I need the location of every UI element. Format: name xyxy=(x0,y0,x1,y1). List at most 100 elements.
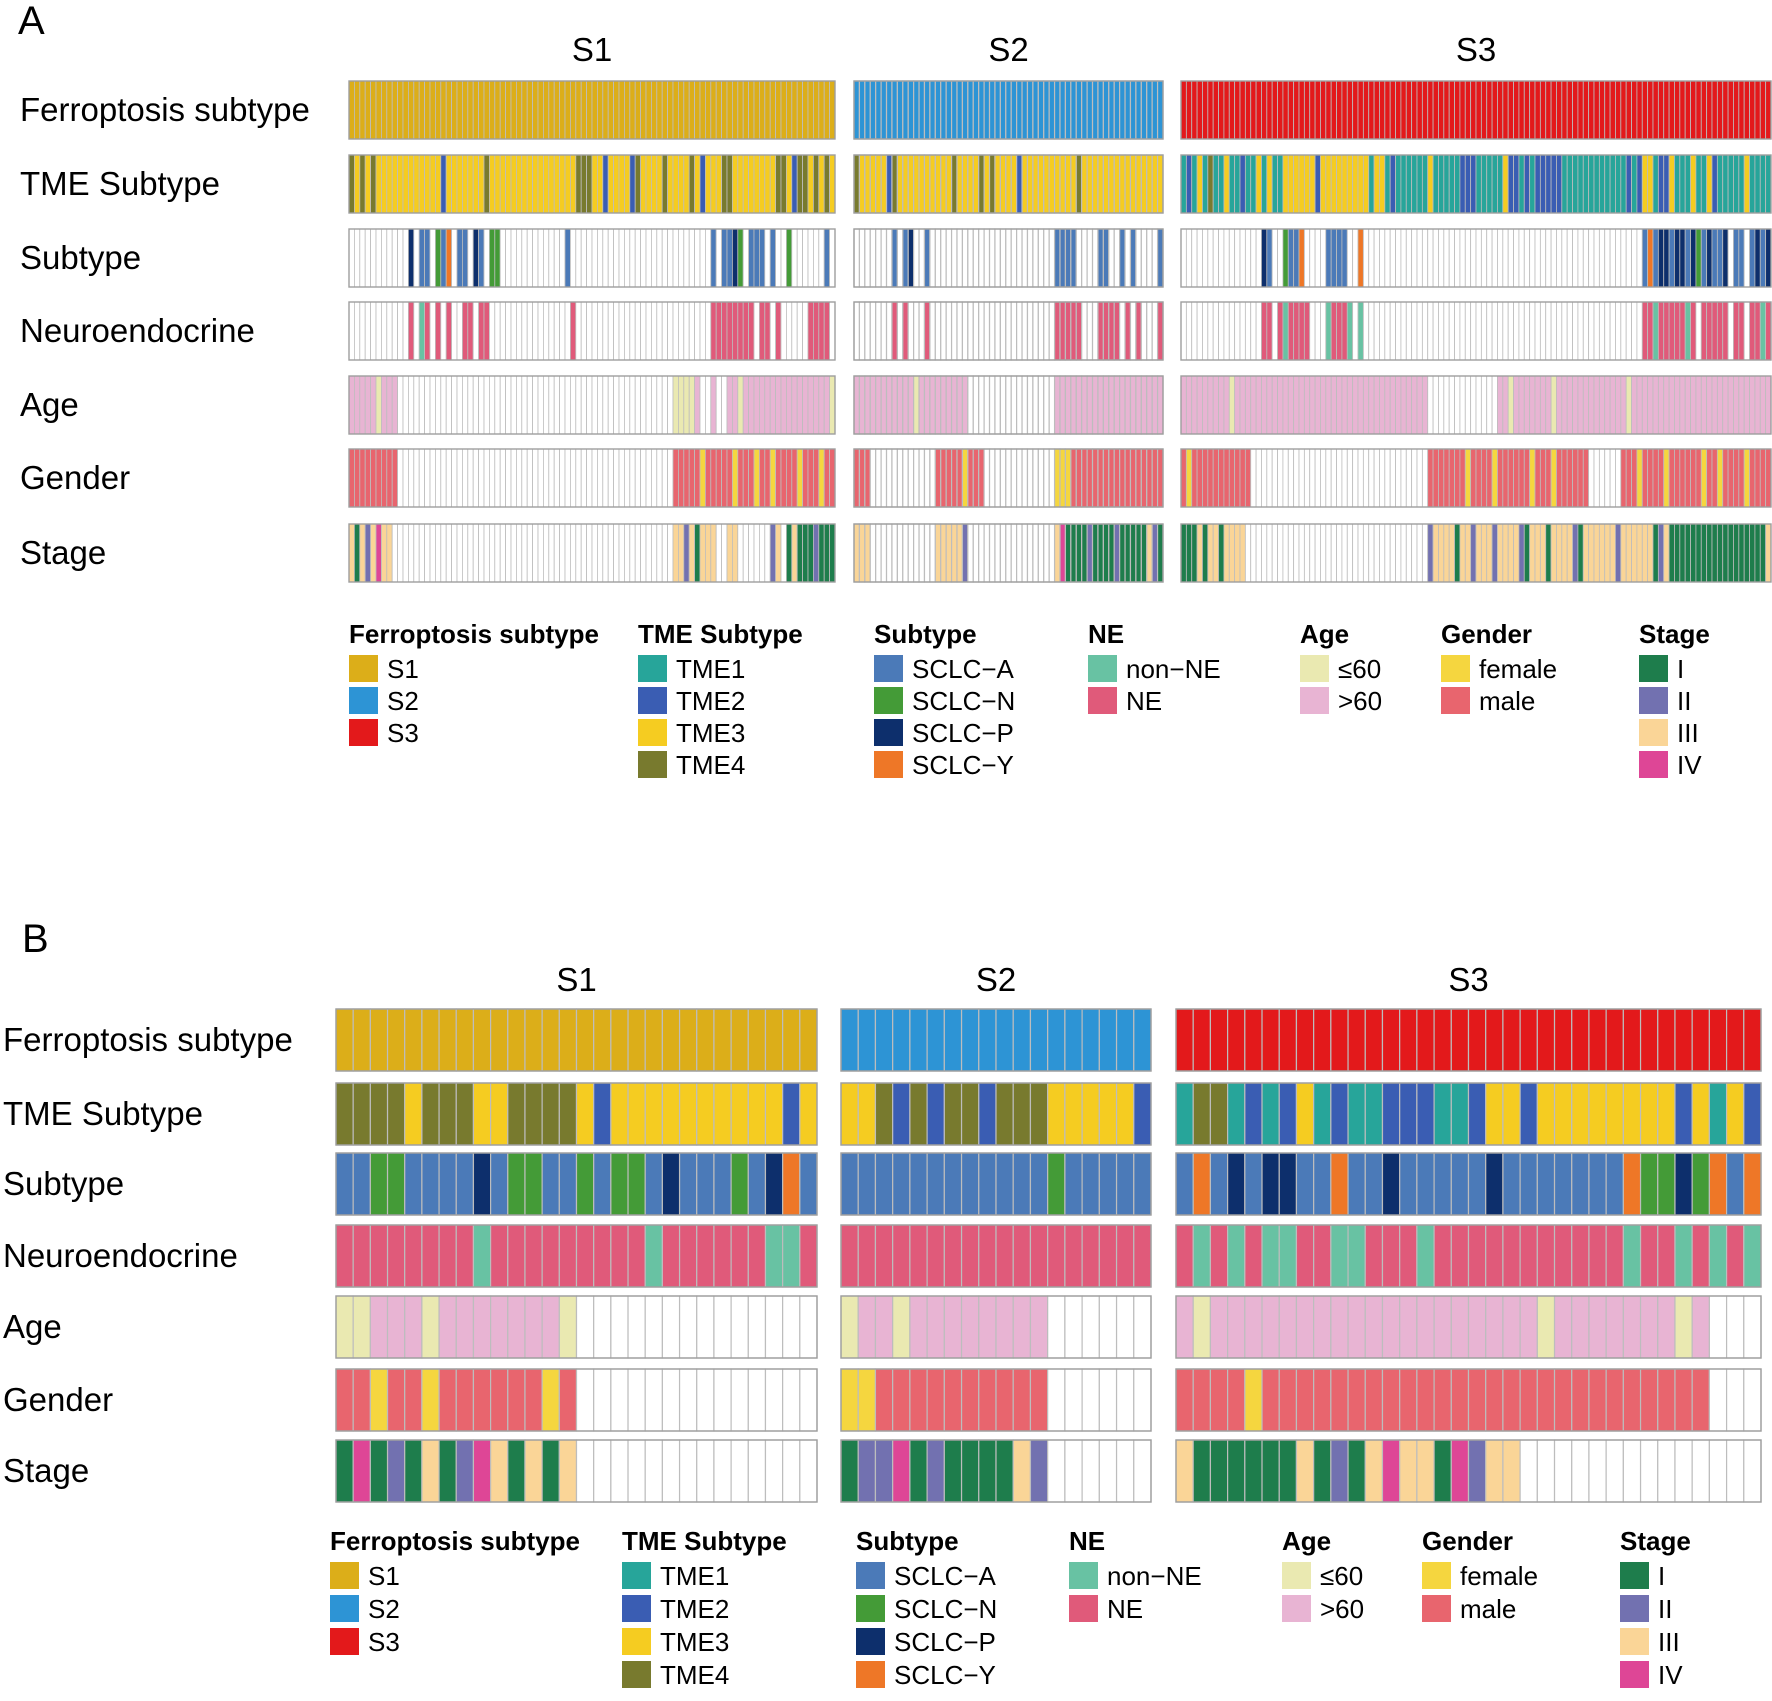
cell xyxy=(429,523,436,583)
cell xyxy=(1588,1008,1607,1072)
cell xyxy=(1700,301,1708,361)
cell xyxy=(857,1368,877,1432)
cell xyxy=(1298,523,1305,583)
cell xyxy=(610,1008,629,1072)
legend-label-sclc-p: SCLC−P xyxy=(912,718,1014,748)
cell xyxy=(1239,154,1246,214)
cell xyxy=(694,154,701,214)
cell xyxy=(791,228,798,288)
cell xyxy=(1261,1082,1280,1146)
cell xyxy=(1433,1008,1452,1072)
legend-label-sclc-n: SCLC−N xyxy=(912,686,1015,716)
cell xyxy=(521,375,528,435)
cell xyxy=(1059,375,1067,435)
cell xyxy=(945,228,953,288)
cell xyxy=(1450,1008,1470,1072)
row-frame xyxy=(1180,301,1772,361)
cell xyxy=(1133,1295,1152,1359)
cell xyxy=(732,523,739,583)
cell xyxy=(1012,1224,1032,1288)
cell xyxy=(1485,1224,1504,1288)
cell xyxy=(1749,154,1756,214)
cell xyxy=(580,80,588,140)
cell xyxy=(694,301,701,361)
cell xyxy=(802,80,809,140)
cell xyxy=(472,1295,492,1359)
cell xyxy=(1320,80,1327,140)
cell xyxy=(661,301,669,361)
cell xyxy=(1081,301,1088,361)
cell xyxy=(1622,1295,1642,1359)
cell xyxy=(875,228,882,288)
row-age-s1 xyxy=(335,1295,818,1359)
row-subtype-s2 xyxy=(840,1152,1152,1216)
cell xyxy=(1475,154,1482,214)
cell xyxy=(1722,228,1729,288)
cell xyxy=(1314,523,1321,583)
cell xyxy=(1765,80,1772,140)
cell xyxy=(413,228,420,288)
cell xyxy=(926,1439,945,1503)
cell xyxy=(885,154,893,214)
cell xyxy=(1497,523,1504,583)
cell xyxy=(802,523,809,583)
cell xyxy=(483,80,490,140)
cell xyxy=(494,80,501,140)
cell xyxy=(737,448,744,508)
cell xyxy=(694,523,701,583)
cell xyxy=(1722,80,1729,140)
cell xyxy=(1223,448,1230,508)
cell xyxy=(1572,154,1579,214)
cell xyxy=(1679,448,1686,508)
cell xyxy=(1330,1439,1349,1503)
cell xyxy=(885,301,893,361)
cell xyxy=(710,375,717,435)
cell xyxy=(1395,448,1402,508)
cell xyxy=(994,154,1001,214)
cell xyxy=(950,301,958,361)
cell xyxy=(880,80,888,140)
cell xyxy=(829,375,836,435)
cell xyxy=(1639,1439,1659,1503)
cell xyxy=(940,301,947,361)
cell xyxy=(634,80,642,140)
cell xyxy=(796,523,804,583)
cell xyxy=(764,1224,784,1288)
cell xyxy=(1652,80,1659,140)
cell xyxy=(627,1439,646,1503)
cell xyxy=(1497,80,1504,140)
cell xyxy=(597,448,604,508)
legend-title-ne: NE xyxy=(1088,619,1124,649)
cell xyxy=(1432,228,1439,288)
cell xyxy=(1636,375,1643,435)
cell xyxy=(510,448,517,508)
cell xyxy=(1309,448,1316,508)
cell xyxy=(1373,80,1380,140)
cell xyxy=(1218,80,1225,140)
cell xyxy=(791,375,798,435)
cell xyxy=(558,1224,578,1288)
cell xyxy=(983,301,991,361)
cell xyxy=(1287,154,1295,214)
cell xyxy=(1081,154,1088,214)
cell xyxy=(869,301,877,361)
cell xyxy=(699,523,706,583)
cell xyxy=(575,1439,595,1503)
cell xyxy=(1346,154,1354,214)
cell xyxy=(434,523,442,583)
cell xyxy=(1652,228,1659,288)
cell xyxy=(1075,523,1083,583)
cell xyxy=(1523,228,1531,288)
cell xyxy=(1405,154,1413,214)
cell xyxy=(348,228,355,288)
cell xyxy=(1234,228,1241,288)
cell xyxy=(748,523,755,583)
cell xyxy=(737,228,744,288)
row-frame xyxy=(1175,1224,1762,1288)
cell xyxy=(488,228,496,288)
cell xyxy=(602,80,609,140)
cell xyxy=(607,375,615,435)
legend-swatch-female xyxy=(1422,1562,1451,1589)
cell xyxy=(1691,1082,1710,1146)
